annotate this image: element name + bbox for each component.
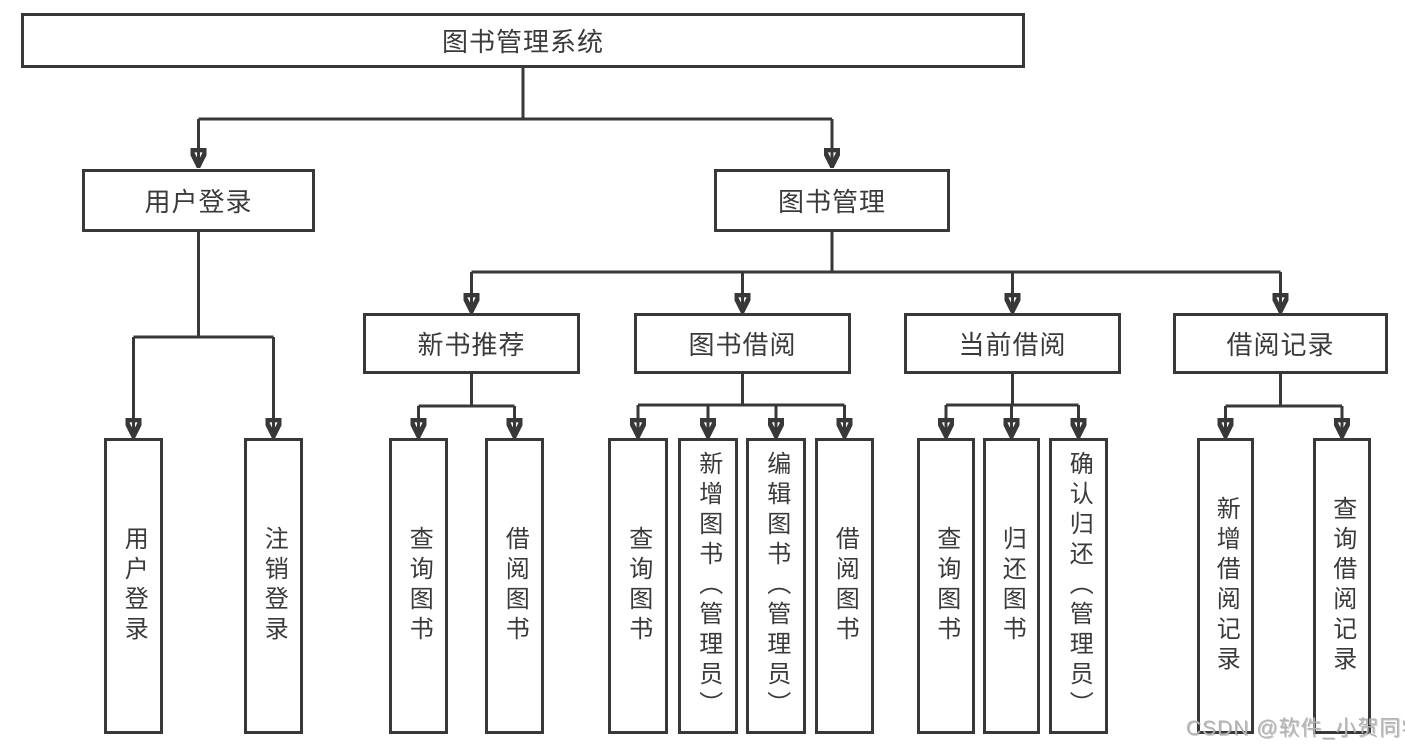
connector-root bbox=[199, 68, 833, 166]
node-user-login: 用户登录 bbox=[82, 169, 315, 232]
node-leaf-logout-label: 注销登录 bbox=[260, 526, 288, 646]
node-leaf-query-books-3: 查询图书 bbox=[917, 438, 975, 734]
connector-current-borrowing bbox=[946, 374, 1079, 436]
node-book-borrowing-label: 图书借阅 bbox=[688, 330, 797, 360]
node-leaf-borrow-books-1-label: 借阅图书 bbox=[501, 526, 529, 646]
node-leaf-logout: 注销登录 bbox=[244, 438, 303, 734]
node-book-management: 图书管理 bbox=[714, 169, 950, 232]
node-leaf-edit-books-admin: 编辑图书（管理员） bbox=[746, 438, 806, 734]
node-library-management-system: 图书管理系统 bbox=[21, 13, 1025, 68]
node-book-management-label: 图书管理 bbox=[777, 187, 886, 217]
node-leaf-return-books: 归还图书 bbox=[983, 438, 1040, 734]
node-leaf-add-books-admin: 新增图书（管理员） bbox=[678, 438, 738, 734]
node-library-management-system-label: 图书管理系统 bbox=[441, 27, 604, 57]
connector-new-book-recommendation bbox=[419, 374, 515, 436]
node-leaf-query-books-2: 查询图书 bbox=[608, 438, 668, 734]
csdn-watermark: CSDN @软件_小贺同学 bbox=[1186, 717, 1405, 740]
node-borrowing-records: 借阅记录 bbox=[1173, 313, 1388, 374]
node-leaf-add-borrow-record-label: 新增借阅记录 bbox=[1212, 496, 1240, 676]
node-leaf-user-login: 用户登录 bbox=[104, 438, 163, 734]
node-leaf-query-books-1: 查询图书 bbox=[389, 438, 448, 734]
node-leaf-edit-books-admin-label: 编辑图书（管理员） bbox=[762, 451, 790, 721]
node-book-borrowing: 图书借阅 bbox=[634, 313, 851, 374]
node-leaf-borrow-books-2: 借阅图书 bbox=[815, 438, 874, 734]
node-borrowing-records-label: 借阅记录 bbox=[1226, 330, 1335, 360]
node-current-borrowing: 当前借阅 bbox=[904, 313, 1121, 374]
connector-book-management bbox=[472, 232, 1281, 311]
node-leaf-return-books-label: 归还图书 bbox=[998, 526, 1026, 646]
node-new-book-recommendation-label: 新书推荐 bbox=[417, 330, 526, 360]
node-current-borrowing-label: 当前借阅 bbox=[958, 330, 1067, 360]
node-leaf-borrow-books-2-label: 借阅图书 bbox=[831, 526, 859, 646]
node-leaf-user-login-label: 用户登录 bbox=[120, 526, 148, 646]
node-new-book-recommendation: 新书推荐 bbox=[363, 313, 580, 374]
node-leaf-confirm-return-admin: 确认归还（管理员） bbox=[1049, 438, 1108, 734]
node-leaf-query-borrow-record-label: 查询借阅记录 bbox=[1328, 496, 1356, 676]
connector-book-borrowing bbox=[638, 374, 845, 436]
node-leaf-add-borrow-record: 新增借阅记录 bbox=[1197, 438, 1254, 734]
node-leaf-query-borrow-record: 查询借阅记录 bbox=[1313, 438, 1371, 734]
connector-user-login bbox=[134, 232, 274, 436]
node-leaf-query-books-1-label: 查询图书 bbox=[405, 526, 433, 646]
node-leaf-add-books-admin-label: 新增图书（管理员） bbox=[694, 451, 722, 721]
node-leaf-borrow-books-1: 借阅图书 bbox=[485, 438, 544, 734]
node-leaf-confirm-return-admin-label: 确认归还（管理员） bbox=[1065, 451, 1093, 721]
node-leaf-query-books-3-label: 查询图书 bbox=[932, 526, 960, 646]
node-leaf-query-books-2-label: 查询图书 bbox=[624, 526, 652, 646]
node-user-login-label: 用户登录 bbox=[144, 187, 253, 217]
connector-borrowing-records bbox=[1226, 374, 1343, 436]
